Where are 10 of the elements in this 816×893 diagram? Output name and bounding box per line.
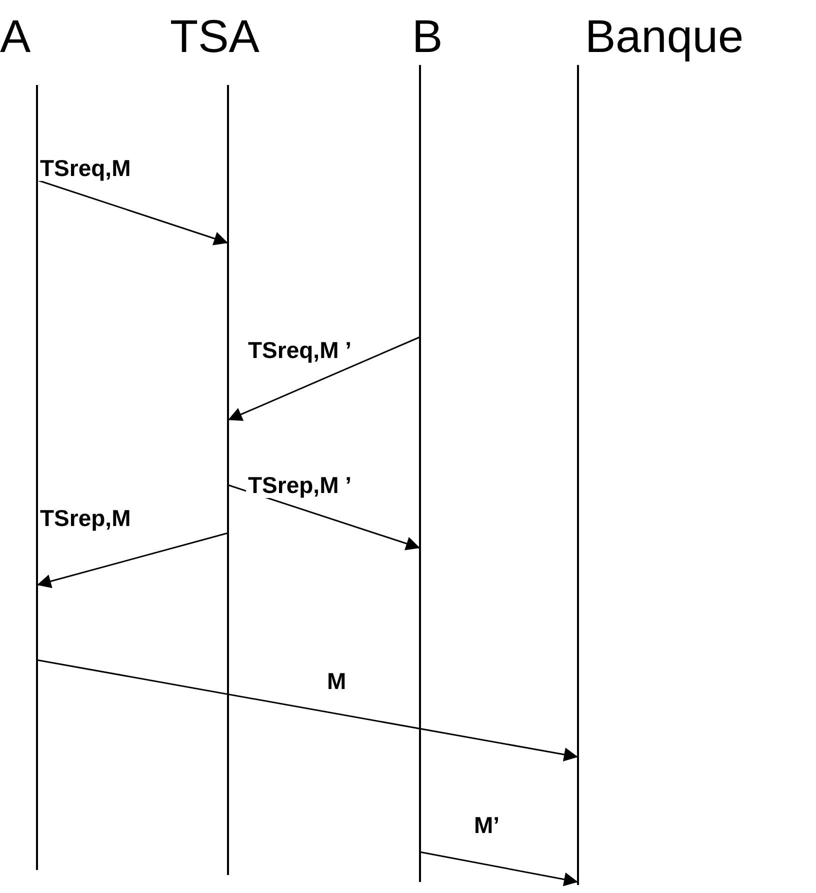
message-arrow <box>36 532 228 588</box>
message-arrow <box>420 851 578 886</box>
message-arrow <box>228 484 420 550</box>
message-arrow <box>228 336 420 421</box>
participant-label: B <box>412 10 443 62</box>
message-arrow <box>36 659 578 762</box>
participant-label: TSA <box>170 10 260 62</box>
participant-label: Banque <box>585 10 744 62</box>
participant-label: A <box>0 10 31 62</box>
message-arrow <box>36 179 228 246</box>
